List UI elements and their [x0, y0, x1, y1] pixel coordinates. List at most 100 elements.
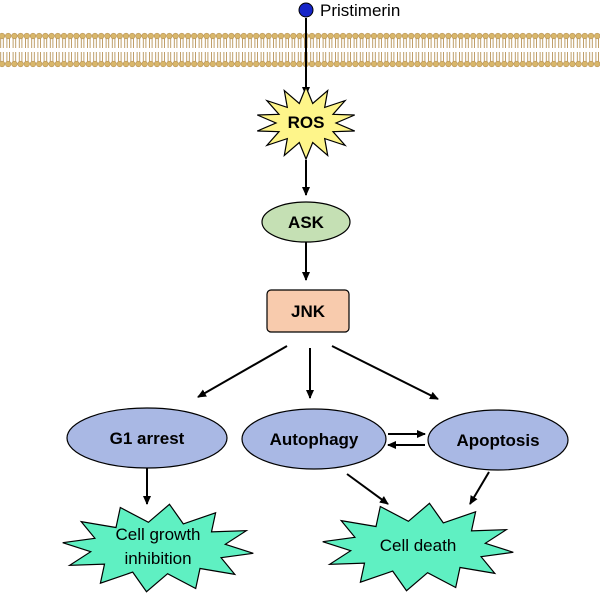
lipid-head: [296, 32, 303, 40]
cell-death-label: Cell death: [380, 536, 457, 555]
lipid-head: [513, 60, 520, 68]
lipid-head: [581, 32, 588, 40]
lipid-head: [327, 60, 334, 68]
lipid-head: [395, 60, 402, 68]
lipid-head: [556, 60, 564, 68]
lipid-head: [284, 32, 291, 40]
lipid-head: [197, 32, 204, 40]
ros-starburst-shape: [257, 85, 355, 161]
lipid-head: [17, 32, 24, 40]
lipid-head: [85, 60, 92, 68]
jnk-label: JNK: [291, 302, 326, 321]
lipid-head: [339, 60, 347, 68]
lipid-head: [29, 32, 37, 40]
lipid-head: [507, 60, 514, 68]
lipid-head: [191, 32, 198, 40]
lipid-head: [339, 32, 347, 40]
lipid-head: [352, 60, 359, 68]
pristimerin-label: Pristimerin: [320, 1, 400, 20]
lipid-head: [432, 32, 440, 40]
lipid-head: [228, 60, 235, 68]
lipid-head: [67, 32, 74, 40]
lipid-head: [17, 60, 24, 68]
lipid-head: [104, 32, 111, 40]
lipid-head: [284, 60, 291, 68]
lipid-head: [104, 60, 111, 68]
lipid-head: [79, 60, 86, 68]
lipid-head: [519, 32, 526, 40]
lipid-head: [135, 32, 142, 40]
lipid-head: [321, 60, 328, 68]
lipid-head: [525, 32, 533, 40]
lipid-head: [29, 60, 37, 68]
lipid-head: [352, 32, 359, 40]
lipid-head: [532, 60, 539, 68]
ask-label: ASK: [288, 213, 325, 232]
pathway-arrows: [143, 18, 490, 505]
lipid-head: [370, 60, 378, 68]
lipid-head: [544, 60, 551, 68]
lipid-head: [153, 60, 161, 68]
lipid-head: [209, 32, 216, 40]
lipid-head: [172, 60, 179, 68]
lipid-head: [594, 32, 600, 40]
lipid-head: [445, 32, 452, 40]
lipid-head: [209, 60, 216, 68]
lipid-head: [265, 32, 272, 40]
lipid-head: [271, 60, 278, 68]
lipid-head: [414, 60, 421, 68]
lipid-head: [228, 32, 235, 40]
lipid-head: [60, 60, 68, 68]
lipid-head: [507, 32, 514, 40]
lipid-head: [587, 32, 595, 40]
lipid-head: [91, 60, 99, 68]
lipid-head: [494, 60, 502, 68]
lipid-head: [222, 32, 229, 40]
lipid-head: [587, 60, 595, 68]
lipid-head: [178, 60, 185, 68]
lipid-head: [420, 60, 427, 68]
cell-death-node: Cell death: [322, 502, 514, 592]
cell-membrane: [0, 32, 600, 68]
lipid-head: [488, 32, 495, 40]
lipid-head: [519, 60, 526, 68]
lipid-head: [563, 60, 570, 68]
lipid-head: [488, 60, 495, 68]
lipid-head: [594, 60, 600, 68]
lipid-head: [253, 60, 260, 68]
lipid-head: [5, 60, 12, 68]
lipid-head: [556, 32, 564, 40]
g1-arrest-label: G1 arrest: [110, 429, 185, 448]
lipid-head: [457, 60, 464, 68]
lipid-head: [110, 32, 117, 40]
lipid-head: [370, 32, 378, 40]
autophagy-node: Autophagy: [241, 408, 387, 470]
lipid-head: [73, 60, 80, 68]
lipid-head: [129, 60, 136, 68]
lipid-head: [470, 32, 477, 40]
lipid-head: [581, 60, 588, 68]
lipid-head: [67, 60, 74, 68]
lipid-head: [457, 32, 464, 40]
lipid-head: [364, 32, 371, 40]
lipid-head: [346, 60, 353, 68]
lipid-head: [160, 32, 167, 40]
lipid-head: [153, 32, 161, 40]
cell-growth-inhibition-starburst-shape: [62, 503, 254, 593]
lipid-head: [451, 32, 458, 40]
lipid-head: [358, 60, 365, 68]
lipid-head: [79, 32, 86, 40]
lipid-head: [432, 60, 440, 68]
lipid-head: [271, 32, 278, 40]
cell-growth-inhibition-node: Cell growth inhibition: [62, 503, 254, 593]
lipid-head: [333, 60, 340, 68]
lipid-head: [401, 60, 409, 68]
lipid-head: [346, 32, 353, 40]
lipid-head: [197, 60, 204, 68]
pristimerin-molecule-icon: [298, 2, 314, 18]
lipid-head: [538, 32, 545, 40]
cell-growth-inhibition-label-line1: Cell growth: [115, 525, 200, 544]
apoptosis-node: Apoptosis: [427, 409, 569, 471]
lipid-head: [122, 60, 130, 68]
lipid-head: [0, 60, 6, 68]
